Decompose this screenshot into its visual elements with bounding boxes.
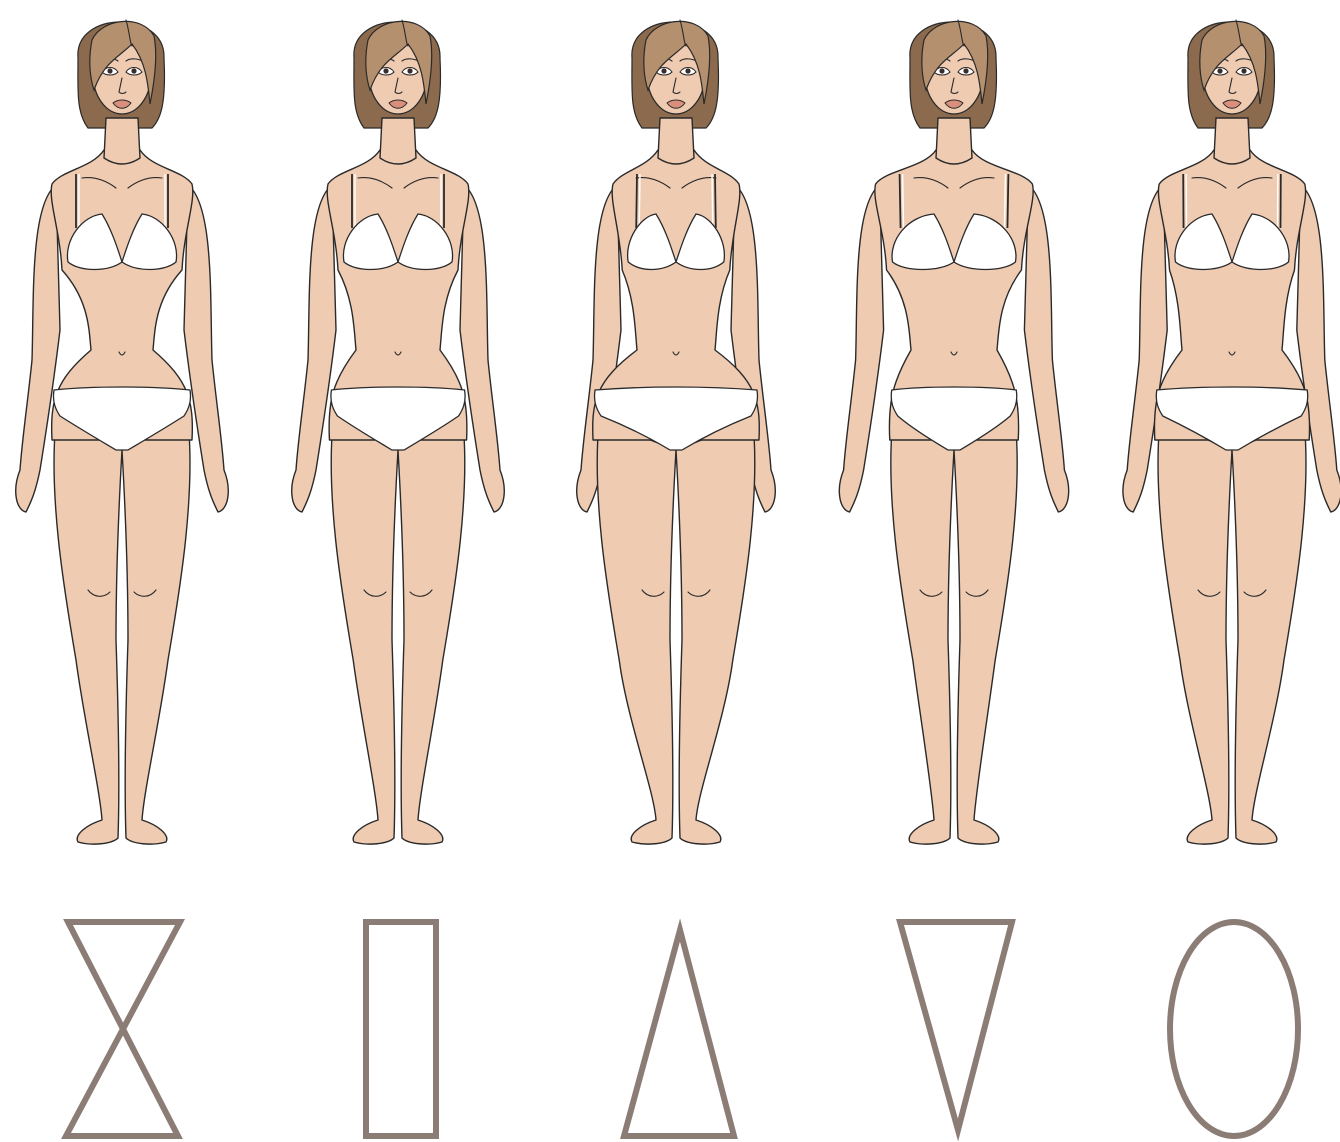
woman-figure xyxy=(292,20,505,844)
pupil-right xyxy=(963,68,968,73)
body-shape-svg xyxy=(268,0,536,1142)
pupil-right xyxy=(685,68,690,73)
bra-strap-right-fill xyxy=(1004,174,1005,228)
neck xyxy=(1214,118,1250,164)
right-arm xyxy=(1024,185,1068,512)
pupil-left xyxy=(939,68,944,73)
bra-strap-left-fill xyxy=(639,174,640,228)
shape-symbol xyxy=(900,922,1012,1130)
left-leg xyxy=(597,420,676,844)
woman-figure xyxy=(577,20,776,844)
left-leg xyxy=(891,420,954,844)
bra-strap-left xyxy=(636,174,637,228)
pupil-right xyxy=(131,68,136,73)
pupil-left xyxy=(661,68,666,73)
right-leg xyxy=(122,420,190,844)
pupil-left xyxy=(1217,68,1222,73)
bra-strap-right xyxy=(1007,174,1008,228)
inverted-triangle-icon xyxy=(900,922,1012,1130)
right-leg xyxy=(676,420,755,844)
body-shape-svg xyxy=(0,0,268,1142)
body-shape-column xyxy=(1072,0,1340,1142)
bra-strap-right-fill xyxy=(712,174,713,228)
pupil-right xyxy=(407,68,412,73)
body-shape-column xyxy=(0,0,268,1142)
left-arm xyxy=(839,185,883,512)
bra-strap-left-fill xyxy=(903,174,904,228)
body-shape-svg xyxy=(804,0,1072,1142)
shape-symbol xyxy=(1170,922,1298,1136)
body-shape-column xyxy=(268,0,536,1142)
pupil-left xyxy=(107,68,112,73)
hourglass-icon xyxy=(66,922,180,1136)
woman-figure xyxy=(1123,20,1340,844)
bra-strap-right xyxy=(715,174,716,228)
woman-figure xyxy=(16,20,229,844)
bra-strap-left xyxy=(900,174,901,228)
right-arm xyxy=(460,185,504,512)
right-leg xyxy=(1232,420,1306,844)
body-shape-svg xyxy=(1072,0,1340,1142)
body-shape-column xyxy=(536,0,804,1142)
pupil-left xyxy=(383,68,388,73)
left-arm xyxy=(292,185,336,512)
shape-symbol xyxy=(66,922,180,1136)
triangle-icon xyxy=(624,930,734,1136)
body-shape-svg xyxy=(536,0,804,1142)
left-leg xyxy=(331,420,398,844)
neck xyxy=(380,118,416,164)
neck xyxy=(104,118,140,164)
pupil-right xyxy=(1241,68,1246,73)
rectangle-icon xyxy=(366,922,436,1136)
oval-icon xyxy=(1170,922,1298,1136)
woman-figure xyxy=(839,20,1068,844)
left-leg xyxy=(54,420,122,844)
neck xyxy=(936,118,972,164)
right-leg xyxy=(398,420,465,844)
shape-symbol xyxy=(624,930,734,1136)
body-shape-column xyxy=(804,0,1072,1142)
neck xyxy=(658,118,694,164)
left-leg xyxy=(1158,420,1232,844)
right-leg xyxy=(954,420,1017,844)
shape-symbol xyxy=(366,922,436,1136)
